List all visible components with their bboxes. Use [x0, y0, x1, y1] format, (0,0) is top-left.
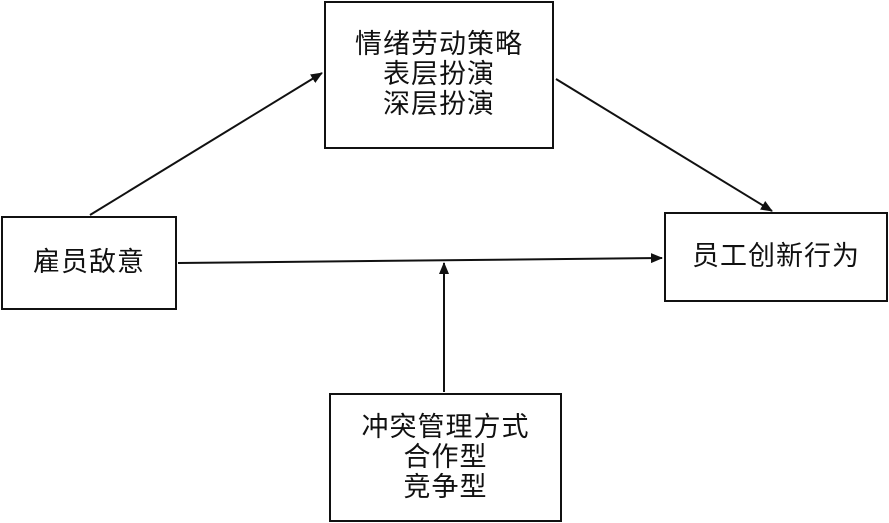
mediator-title: 情绪劳动策略 — [355, 29, 523, 60]
predictor-label: 雇员敌意 — [33, 247, 145, 278]
moderator-competitive: 竞争型 — [403, 471, 488, 503]
mediator-deep-acting: 深层扮演 — [383, 89, 495, 120]
arrow-predictor-to-outcome — [177, 253, 663, 264]
arrow-mediators-to-outcome — [555, 78, 773, 212]
predictor-box: 雇员敌意 — [1, 216, 177, 310]
mediator-surface-acting: 表层扮演 — [383, 59, 495, 90]
moderator-title: 冲突管理方式 — [361, 411, 530, 443]
moderator-cooperative: 合作型 — [403, 441, 488, 473]
mediator-box: 情绪劳动策略 表层扮演 深层扮演 — [324, 1, 554, 149]
arrow-predictor-to-mediators — [89, 72, 323, 216]
moderator-box: 冲突管理方式 合作型 竞争型 — [329, 393, 562, 522]
outcome-box: 员工创新行为 — [664, 212, 888, 302]
outcome-label: 员工创新行为 — [692, 241, 860, 272]
